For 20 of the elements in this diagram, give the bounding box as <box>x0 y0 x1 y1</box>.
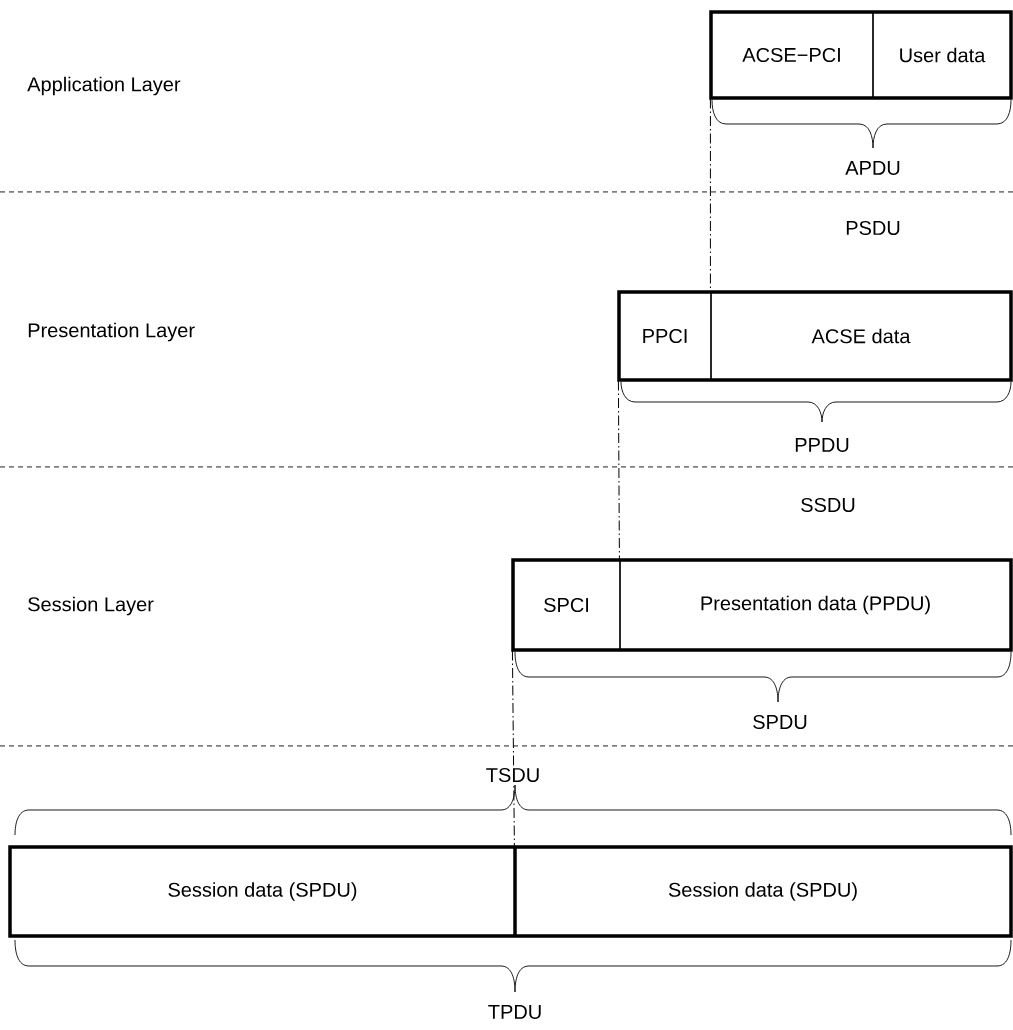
layer-name: Session Layer <box>25 594 156 618</box>
node-label: ACSE−PCI <box>742 47 840 63</box>
node-label: SPCI <box>544 597 588 613</box>
packet-field: Presentation data (PPDU) <box>619 559 1012 651</box>
unit-label: PSDU <box>843 218 903 238</box>
guide-line <box>511 650 515 847</box>
unit-label: SPDU <box>750 712 810 732</box>
node-label: Session data (SPDU) <box>168 882 357 901</box>
unit-label: TSDU <box>483 765 543 785</box>
node-label: PPCI <box>643 328 687 344</box>
layer-name: Presentation Layer <box>25 320 198 344</box>
layer-name: Application Layer <box>25 74 183 98</box>
unit-label: PPDU <box>792 436 852 454</box>
packet-field: User data <box>872 11 1012 99</box>
unit-label: APDU <box>843 159 903 177</box>
unit-label: TPDU <box>485 1003 545 1021</box>
unit-label: SSDU <box>798 495 858 515</box>
guide-line <box>617 380 620 560</box>
packet-field: ACSE data <box>710 291 1012 381</box>
node-label: Session data (SPDU) <box>668 882 857 901</box>
